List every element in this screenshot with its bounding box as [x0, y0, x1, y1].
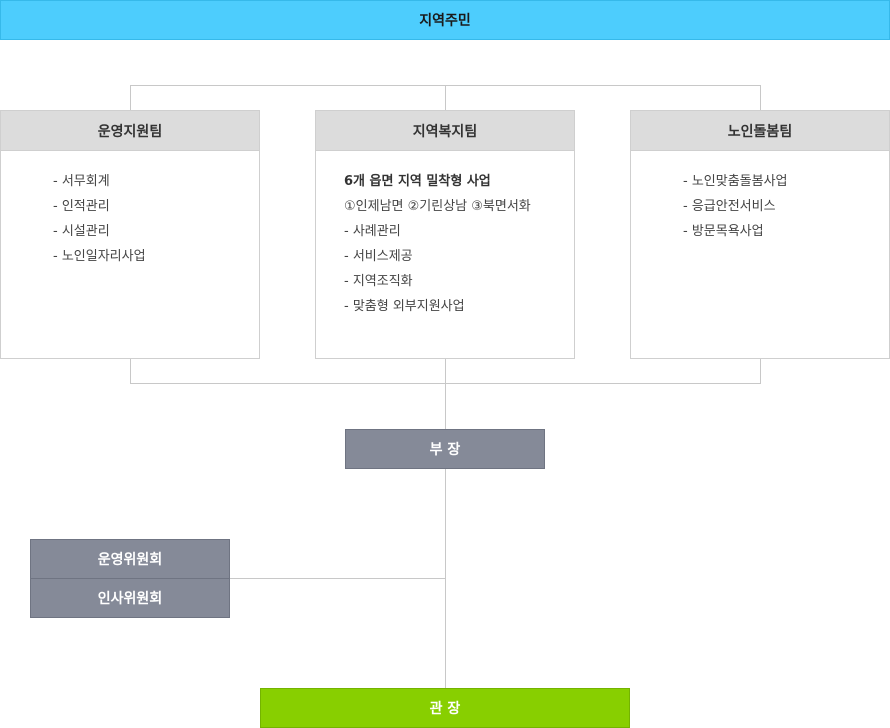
team-elderly-care-list: - 노인맞춤돌봄사업 - 응급안전서비스 - 방문목욕사업 — [683, 169, 889, 244]
team-elderly-care-title: 노인돌봄팀 — [631, 111, 889, 151]
operations-committee-box: 운영위원회 — [30, 539, 230, 579]
list-item: - 노인일자리사업 — [53, 249, 146, 264]
list-item: - 서무회계 — [53, 174, 110, 189]
team-elderly-care: 노인돌봄팀 - 노인맞춤돌봄사업 - 응급안전서비스 - 방문목욕사업 — [630, 110, 890, 359]
list-item: - 사례관리 — [344, 224, 401, 239]
bottom-connector-left — [130, 358, 131, 383]
list-item: - 인적관리 — [53, 199, 110, 214]
list-item: - 시설관리 — [53, 224, 110, 239]
team-operations-title: 운영지원팀 — [1, 111, 259, 151]
committee-connector — [230, 578, 445, 579]
team-community-welfare: 지역복지팀 6개 읍면 지역 밀착형 사업 ①인제남면 ②기린상남 ③북면서화 … — [315, 110, 575, 359]
list-item: - 서비스제공 — [344, 249, 413, 264]
list-item: - 맞춤형 외부지원사업 — [344, 299, 465, 314]
personnel-committee-label: 인사위원회 — [97, 591, 163, 607]
top-connector-center — [445, 85, 446, 110]
residents-label: 지역주민 — [419, 13, 471, 29]
director-label: 관 장 — [429, 701, 461, 717]
list-item: ①인제남면 ②기린상남 ③북면서화 — [344, 199, 531, 214]
list-item: 6개 읍면 지역 밀착형 사업 — [344, 174, 491, 189]
deputy-box: 부 장 — [345, 429, 545, 469]
list-item: - 응급안전서비스 — [683, 199, 776, 214]
team-operations: 운영지원팀 - 서무회계 - 인적관리 - 시설관리 - 노인일자리사업 — [0, 110, 260, 359]
team-community-welfare-list: 6개 읍면 지역 밀착형 사업 ①인제남면 ②기린상남 ③북면서화 - 사례관리… — [344, 169, 574, 319]
list-item: - 지역조직화 — [344, 274, 413, 289]
deputy-label: 부 장 — [429, 442, 461, 458]
personnel-committee-box: 인사위원회 — [30, 578, 230, 618]
operations-committee-label: 운영위원회 — [97, 552, 163, 568]
list-item: - 방문목욕사업 — [683, 224, 764, 239]
team-operations-list: - 서무회계 - 인적관리 - 시설관리 - 노인일자리사업 — [53, 169, 259, 269]
top-connector-left — [130, 85, 131, 110]
top-connector-right — [760, 85, 761, 110]
residents-banner: 지역주민 — [0, 0, 890, 40]
director-box: 관 장 — [260, 688, 630, 728]
team-community-welfare-title: 지역복지팀 — [316, 111, 574, 151]
list-item: - 노인맞춤돌봄사업 — [683, 174, 788, 189]
bottom-connector-right — [760, 358, 761, 383]
main-vertical-line — [445, 358, 446, 688]
